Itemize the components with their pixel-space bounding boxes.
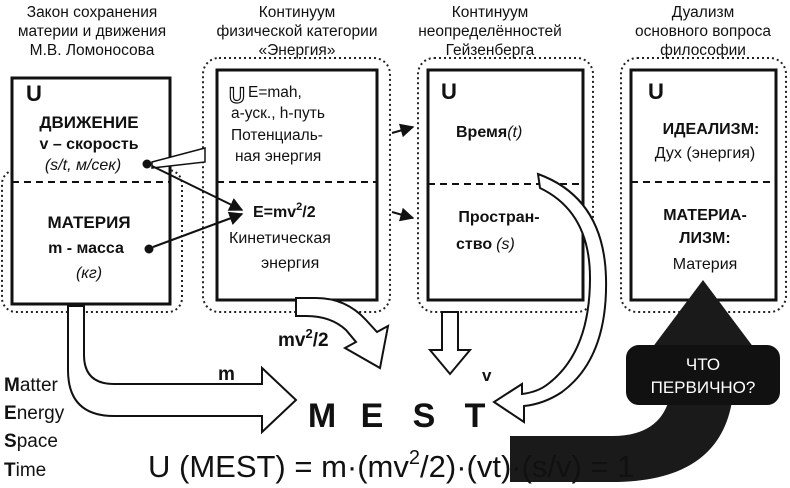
mest-e: E <box>361 397 384 435</box>
acronym-legend: Matter Energy Space Time <box>4 375 65 481</box>
mest-formula: U (MEST) = m·(mv2/2)·(vt)·(s/v) = 1 <box>148 447 634 484</box>
box-dualism: U ИДЕАЛИЗМ: Дух (энергия) МАТЕРИА- ЛИЗМ:… <box>629 68 778 302</box>
space-flow-arrow <box>427 311 473 376</box>
question-box: ЧТО ПЕРВИЧНО? <box>626 345 780 405</box>
svg-text:Закон сохранения: Закон сохранения <box>27 4 158 21</box>
svg-text:Гейзенберга: Гейзенберга <box>446 42 535 59</box>
kinetic-energy-label: mv2/2 <box>278 326 329 351</box>
acronym-time: Time <box>4 460 46 481</box>
acronym-energy: Energy <box>4 403 65 424</box>
svg-text:Континуум: Континуум <box>259 4 336 21</box>
header-energy: Континуум физической категории «Энергия» <box>217 4 378 59</box>
u-symbol: U <box>441 79 457 104</box>
potential-vars: а-уск., h-путь <box>231 105 325 122</box>
svg-text:философии: философии <box>660 42 746 59</box>
velocity-label: v – скорость <box>39 136 138 153</box>
idealism-title: ИДЕАЛИЗМ: <box>663 121 760 138</box>
mest-s: S <box>413 397 436 435</box>
mest-letters: M E S T <box>308 397 486 435</box>
mass-units: (кг) <box>76 265 102 282</box>
motion-title: ДВИЖЕНИЕ <box>39 113 138 132</box>
energy-flow-arrow <box>295 297 390 370</box>
idealism-desc: Дух (энергия) <box>655 145 756 162</box>
kinetic-label-1: Кинетическая <box>229 230 331 247</box>
heisenberg-dotted-group <box>417 57 594 313</box>
mest-m: M <box>308 397 336 435</box>
time-label: Время(t) <box>456 124 522 141</box>
acronym-space: Space <box>4 431 58 452</box>
svg-text:Континуум: Континуум <box>452 4 529 21</box>
u-symbol: U <box>648 79 664 104</box>
header-dualism: Дуализм основного вопроса философии <box>635 4 771 59</box>
mass-flow-arrow <box>67 305 298 435</box>
box-energy: U E=mah, а-уск., h-путь Потенциаль- ная … <box>215 68 379 302</box>
svg-text:ЧТО: ЧТО <box>686 355 720 374</box>
svg-text:основного вопроса: основного вопроса <box>635 23 771 40</box>
potential-formula: E=mah, <box>248 84 302 101</box>
velocity-symbol-label: v <box>482 366 492 385</box>
svg-text:Дуализм: Дуализм <box>672 4 735 21</box>
potential-label-2: ная энергия <box>235 148 321 165</box>
velocity-units: (s/t, м/сек) <box>45 157 121 174</box>
primacy-arrow <box>510 280 754 482</box>
acronym-matter: Matter <box>4 375 59 396</box>
svg-text:неопределённостей: неопределённостей <box>418 23 562 40</box>
u-symbol-outline: U <box>229 83 245 108</box>
svg-text:материи и движения: материи и движения <box>18 23 166 40</box>
mass-symbol-label: m <box>218 364 235 385</box>
kinetic-formula: E=mv2/2 <box>253 201 316 221</box>
kinetic-label-2: энергия <box>261 255 319 272</box>
materialism-desc: Материя <box>673 256 738 273</box>
materialism-title-2: ЛИЗМ: <box>679 230 730 247</box>
u-symbol: U <box>26 81 42 106</box>
box-motion-matter: U ДВИЖЕНИЕ v – скорость (s/t, м/сек) МАТ… <box>10 76 172 306</box>
mass-label: m - масса <box>48 240 124 257</box>
svg-text:ПЕРВИЧНО?: ПЕРВИЧНО? <box>651 378 756 397</box>
materialism-title-1: МАТЕРИА- <box>663 207 747 224</box>
energy-dotted-group <box>202 57 391 313</box>
space-label-1: Простран- <box>458 209 539 226</box>
potential-label-1: Потенциаль- <box>231 127 323 144</box>
svg-text:физической категории: физической категории <box>217 23 378 40</box>
time-flow-arrow <box>492 172 608 424</box>
svg-text:М.В. Ломоносова: М.В. Ломоносова <box>30 42 155 59</box>
matter-title: МАТЕРИЯ <box>47 213 130 232</box>
mest-t: T <box>465 397 486 435</box>
header-heisenberg: Континуум неопределённостей Гейзенберга <box>418 4 562 59</box>
space-label-2: ство(s) <box>456 236 515 253</box>
svg-text:«Энергия»: «Энергия» <box>259 42 336 59</box>
connectors <box>142 123 415 254</box>
header-lomonosov: Закон сохранения материи и движения М.В.… <box>18 4 166 59</box>
